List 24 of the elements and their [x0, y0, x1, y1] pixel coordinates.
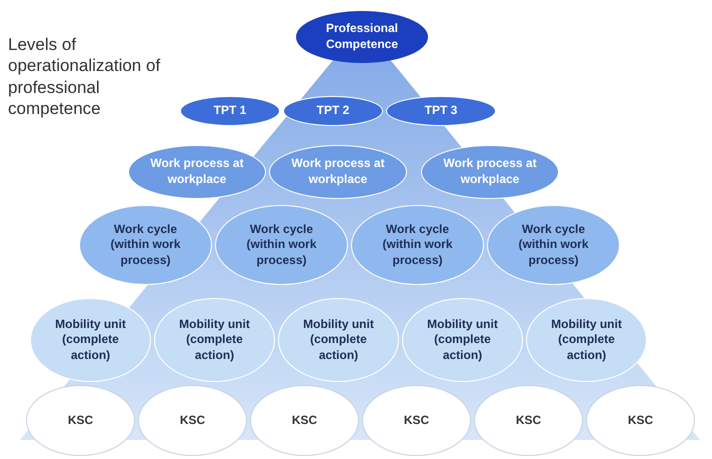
ellipse-node [180, 96, 280, 126]
node-label: Mobility unit (complete action) [178, 316, 251, 364]
node-label: KSC [404, 412, 430, 428]
node-label: Work cycle (within work process) [246, 222, 318, 268]
node-label: Work process at workplace [149, 156, 245, 188]
node-label: TPT 1 [214, 103, 246, 119]
node-label: Work process at workplace [442, 156, 538, 188]
node-label: Mobility unit (complete action) [302, 316, 375, 364]
node-label: Work process at workplace [290, 156, 386, 188]
node-label: Mobility unit (complete action) [54, 316, 127, 364]
node-label: KSC [180, 412, 206, 428]
node-label: KSC [292, 412, 318, 428]
node-label: Mobility unit (complete action) [426, 316, 499, 364]
node-label: KSC [68, 412, 94, 428]
node-label: TPT 2 [316, 103, 350, 119]
node-label: KSC [516, 412, 542, 428]
node-label: TPT 3 [424, 103, 458, 119]
heading: Levels of operationalization of professional competence [8, 34, 162, 119]
node-label: KSC [628, 412, 654, 428]
node-label: Work cycle (within work process) [382, 222, 454, 268]
node-label: Work cycle (within work process) [518, 222, 590, 268]
node-label: Work cycle (within work process) [110, 222, 182, 268]
node-label: Professional Competence [324, 21, 400, 53]
node-label: Mobility unit (complete action) [550, 316, 623, 364]
